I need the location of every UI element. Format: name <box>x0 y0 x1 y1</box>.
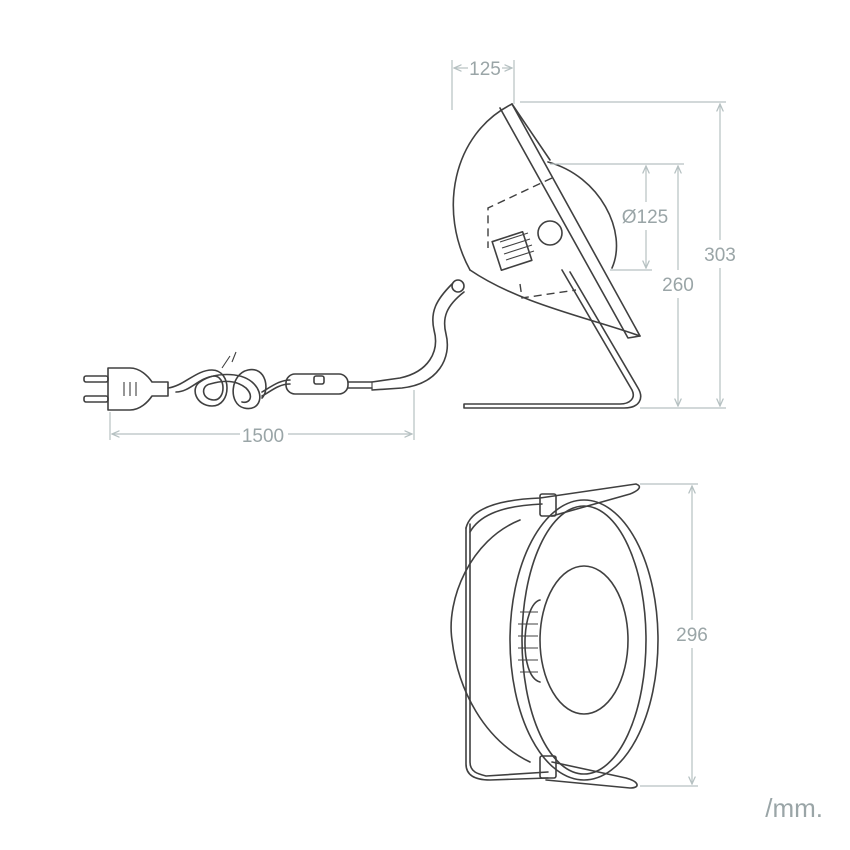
side-shade-dome <box>452 103 513 271</box>
coiled-cable <box>167 368 267 410</box>
side-view <box>371 103 642 409</box>
side-shade-inner <box>547 161 618 269</box>
inline-switch <box>285 373 349 395</box>
side-stand <box>463 269 642 409</box>
front-socket <box>518 599 541 683</box>
dim-label-cable-length: 1500 <box>242 426 284 447</box>
units-label: /mm. <box>765 793 823 823</box>
side-pivot-knob <box>537 220 563 246</box>
side-hidden-socket <box>487 177 577 299</box>
socket <box>491 230 535 272</box>
front-shade-rim <box>521 505 647 775</box>
plug-pin-bottom <box>83 395 109 403</box>
side-shade-rim-top <box>511 103 551 161</box>
dim-label-total-height: 303 <box>704 245 736 266</box>
dimension-lines <box>109 60 726 787</box>
front-shade-dome <box>450 519 531 763</box>
front-clip-top <box>539 493 557 517</box>
dim-label-shade-diameter: Ø125 <box>622 207 668 228</box>
cable-grommet <box>451 279 465 293</box>
plug-pin-top <box>83 375 109 383</box>
dim-label-shade-depth: 125 <box>469 59 501 80</box>
front-view <box>450 483 659 789</box>
side-shade-rim <box>499 103 641 339</box>
dim-label-body-height: 260 <box>662 275 694 296</box>
front-frame <box>465 523 549 781</box>
front-clip-bottom <box>539 755 557 779</box>
plug-body <box>107 367 169 411</box>
side-cable-2 <box>371 291 465 391</box>
side-shade-rim-bottom <box>469 269 641 337</box>
dim-label-front-height: 296 <box>676 625 708 646</box>
cable-assembly <box>83 351 373 411</box>
front-bulb <box>539 565 629 715</box>
side-cable <box>371 283 453 383</box>
